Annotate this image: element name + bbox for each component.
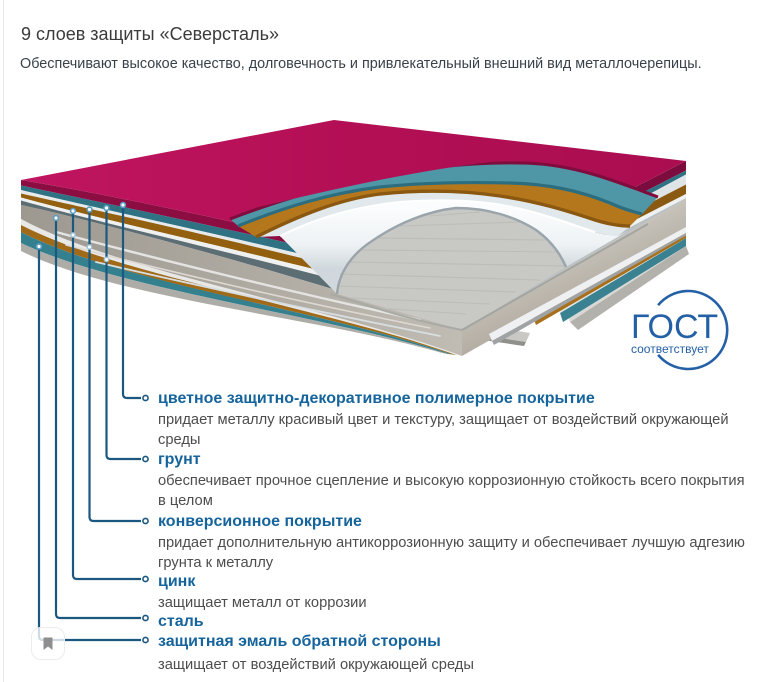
svg-text:ГОСТ: ГОСТ [631, 308, 718, 346]
svg-text:соответствует: соответствует [631, 342, 709, 356]
